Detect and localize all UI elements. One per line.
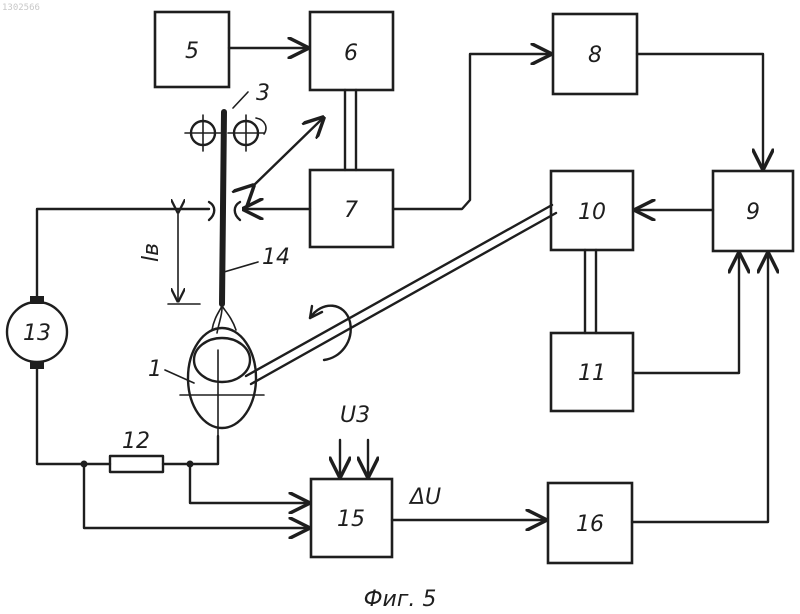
figure-caption: Фиг. 5 bbox=[364, 587, 437, 612]
block-11-label: 11 bbox=[578, 361, 606, 386]
block-8-label: 8 bbox=[588, 43, 602, 68]
arrow-11-to-9 bbox=[633, 254, 739, 373]
block-6-label: 6 bbox=[344, 41, 358, 66]
feed-roller-left bbox=[185, 115, 221, 151]
label-u3: U3 bbox=[340, 403, 370, 428]
block-9: 9 bbox=[713, 171, 793, 251]
block-15-label: 15 bbox=[337, 507, 365, 532]
watermark-text: 1302566 bbox=[2, 3, 40, 13]
wire-contact-to-motor bbox=[37, 209, 209, 296]
wire-motor-to-resistor bbox=[37, 369, 110, 464]
label-1: 1 bbox=[148, 357, 162, 382]
block-15: 15 bbox=[311, 479, 392, 557]
block-7: 7 bbox=[310, 170, 393, 247]
shaft-upper bbox=[246, 205, 552, 376]
label-12: 12 bbox=[122, 429, 150, 454]
arrow-node-left-to-15 bbox=[84, 464, 308, 528]
block-6: 6 bbox=[310, 12, 393, 90]
arrow-7-to-8 bbox=[393, 54, 550, 209]
label-14: 14 bbox=[262, 245, 290, 270]
dimension-ticks bbox=[168, 209, 200, 304]
wire-resistor-to-drum bbox=[163, 436, 218, 464]
block-16-label: 16 bbox=[576, 512, 604, 537]
leader-14 bbox=[224, 262, 258, 272]
label-3: 3 bbox=[256, 81, 270, 106]
block-10: 10 bbox=[551, 171, 633, 250]
block-10-label: 10 bbox=[578, 200, 606, 225]
arrow-8-to-9 bbox=[637, 54, 763, 168]
label-delta-u: ΔU bbox=[408, 485, 441, 510]
arrow-16-to-9 bbox=[632, 254, 768, 522]
feed-roller-right bbox=[228, 115, 266, 151]
leader-1 bbox=[165, 370, 194, 383]
label-lv: lв bbox=[139, 243, 164, 262]
electrode-14 bbox=[222, 112, 224, 304]
block-7-label: 7 bbox=[344, 198, 358, 223]
arc-plasma bbox=[212, 306, 236, 330]
block-11: 11 bbox=[551, 333, 633, 411]
contact-left bbox=[209, 202, 214, 220]
block-5-label: 5 bbox=[185, 39, 199, 64]
label-13: 13 bbox=[23, 321, 51, 346]
block-5: 5 bbox=[155, 12, 229, 87]
leader-3 bbox=[233, 92, 248, 108]
block-16: 16 bbox=[548, 483, 632, 563]
shaft-lower bbox=[251, 213, 556, 384]
block-8: 8 bbox=[553, 14, 637, 94]
arrow-node-right-to-15 bbox=[190, 464, 308, 503]
contact-right bbox=[235, 202, 240, 220]
resistor-12 bbox=[110, 456, 163, 472]
block-9-label: 9 bbox=[746, 200, 760, 225]
